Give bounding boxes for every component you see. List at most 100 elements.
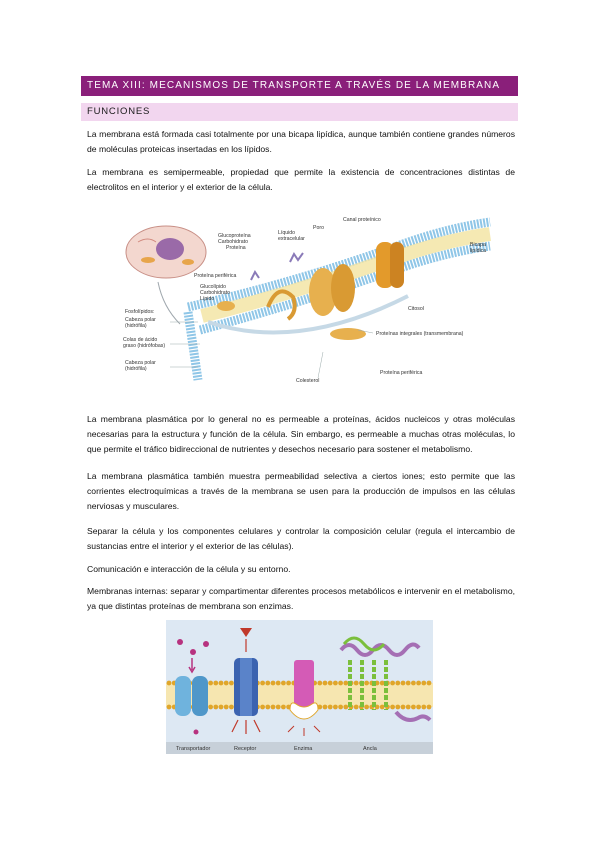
lipid-head (390, 680, 395, 686)
lipid-head (223, 680, 229, 686)
transporter-protein (175, 639, 209, 735)
lipid-head (265, 680, 271, 686)
lipid-head (229, 704, 234, 710)
lipid-head (265, 704, 271, 710)
lipid-head (333, 704, 338, 710)
lipid-head (229, 680, 234, 686)
anchor-protein (339, 636, 432, 722)
lipid-head (213, 680, 219, 686)
label-lipidica: lipídica (470, 248, 486, 254)
lipid-head (333, 680, 338, 686)
lipid-head (426, 704, 432, 710)
membrane-protein-functions-diagram: Transportador Receptor Enzima Ancla (166, 620, 433, 754)
label-lipido: Lípido (200, 296, 214, 302)
lipid-head (379, 680, 385, 686)
label-hidrofila: (hidrófila) (125, 323, 147, 329)
lipid-head (343, 704, 349, 710)
lipid-head (416, 704, 421, 710)
paragraph-6: Comunicación e interacción de la célula … (87, 564, 291, 574)
lipid-head (353, 704, 359, 710)
lipid-head (270, 680, 276, 686)
section-heading: FUNCIONES (81, 103, 518, 121)
lipid-head (218, 680, 224, 686)
membrane-structure-diagram: Glucoproteína Carbohidrato Proteína Líqu… (118, 212, 500, 392)
lipid-head (364, 680, 369, 686)
label-carbohidrato: Carbohidrato (218, 239, 248, 245)
lipid-head (275, 704, 281, 710)
label-proteina: Proteína (226, 245, 246, 251)
label-hidrofila-2: (hidrófila) (125, 366, 147, 372)
lipid-head (317, 704, 323, 710)
lipid-head (338, 704, 343, 710)
lipid-head (426, 680, 432, 686)
paragraph-3: La membrana plasmática por lo general no… (87, 414, 515, 454)
lipid-head (260, 704, 265, 710)
paragraph-1: La membrana está formada casi totalmente… (87, 129, 515, 154)
label-extracelular: extracelular (278, 236, 305, 242)
paragraph-4: La membrana plasmática también muestra p… (87, 471, 515, 511)
lipid-head (223, 704, 229, 710)
label-liquido: Líquido (278, 230, 295, 236)
label-ancla: Ancla (363, 746, 378, 752)
lipid-head (411, 704, 416, 710)
lipid-head (400, 704, 406, 710)
lipid-head (218, 704, 224, 710)
lipid-head (405, 704, 411, 710)
diagram-labels: Glucoproteína Carbohidrato Proteína Líqu… (123, 217, 486, 384)
label-bar (166, 742, 433, 754)
lipid-head (322, 704, 328, 710)
label-graso: graso (hidrófobas) (123, 343, 165, 349)
lipid-head (421, 680, 427, 686)
label-integrales: Proteínas integrales (transmembrana) (376, 331, 464, 337)
lipid-head (286, 680, 291, 686)
lipid-head (208, 704, 213, 710)
lipid-head (317, 680, 323, 686)
label-enzima: Enzima (294, 746, 313, 752)
label-glucolipido: Glucolípido (200, 284, 226, 290)
lipid-head (260, 680, 265, 686)
lipid-head (390, 704, 395, 710)
lipid-head (166, 680, 172, 686)
lipid-head (421, 704, 427, 710)
label-receptor: Receptor (234, 746, 256, 752)
lipid-head (327, 704, 333, 710)
lipid-head (395, 680, 401, 686)
label-proteina-periferica-2: Proteína periférica (380, 370, 423, 376)
label-cabeza-polar-2: Cabeza polar (125, 360, 156, 366)
label-transportador: Transportador (176, 746, 211, 752)
label-leader-lines (170, 321, 374, 379)
label-bicapa: Bicapa (470, 242, 486, 248)
lipid-head (281, 680, 286, 686)
label-glucoproteina: Glucoproteína (218, 233, 251, 239)
paragraph-5: Separar la célula y los componentes celu… (87, 526, 515, 551)
label-carbohidrato-2: Carbohidrato (200, 290, 230, 296)
label-fosfolipidos: Fosfolípidos: (125, 309, 154, 315)
receptor-protein (231, 628, 261, 734)
lipid-head (400, 680, 406, 686)
lipid-head (353, 680, 359, 686)
lipid-head (411, 680, 416, 686)
lipid-head (338, 680, 343, 686)
page-title: TEMA XIII: MECANISMOS DE TRANSPORTE A TR… (81, 76, 518, 96)
lipid-head (213, 704, 219, 710)
lipid-head (275, 680, 281, 686)
label-canal: Canal proteínico (343, 217, 381, 223)
lipid-head (364, 704, 369, 710)
lipid-head (281, 704, 286, 710)
function-labels: Transportador Receptor Enzima Ancla (176, 746, 378, 752)
label-proteina-periferica: Proteína periférica (194, 273, 237, 279)
cell-illustration (125, 225, 207, 279)
lipid-head (395, 704, 401, 710)
label-colas: Colas de ácido (123, 337, 157, 343)
lipid-head (322, 680, 328, 686)
lipid-head (208, 680, 213, 686)
lipid-head (379, 704, 385, 710)
lipid-head (416, 680, 421, 686)
enzyme-protein (287, 660, 321, 736)
lipid-head (166, 704, 172, 710)
label-poro: Poro (313, 225, 324, 231)
lipid-head (327, 680, 333, 686)
label-cabeza-polar: Cabeza polar (125, 317, 156, 323)
lipid-head (405, 680, 411, 686)
